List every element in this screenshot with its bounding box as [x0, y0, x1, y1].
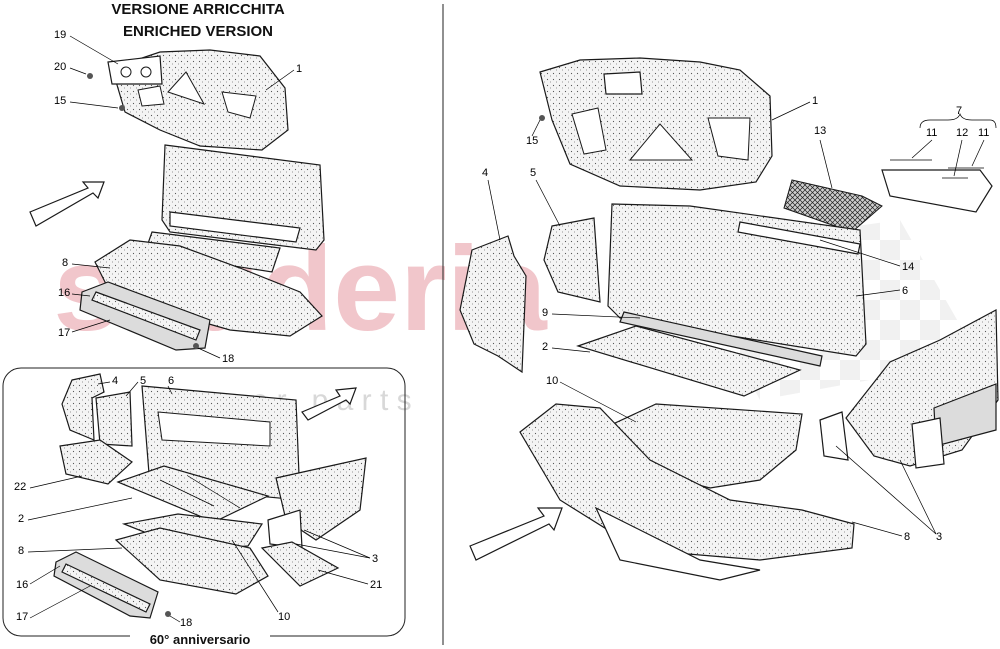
clip-part: [119, 105, 125, 111]
storage-tray: [881, 169, 993, 213]
side-panel-left: [543, 217, 601, 303]
enriched-version-group: [29, 49, 325, 351]
main-exploded-group: [459, 57, 999, 581]
screw-part: [87, 73, 93, 79]
callout: 16: [16, 579, 28, 591]
direction-arrow-icon: [29, 181, 105, 227]
callout: 1: [296, 63, 302, 75]
side-cushion: [59, 439, 133, 485]
floor-mat: [576, 325, 802, 397]
callout: 8: [18, 545, 24, 557]
direction-arrow-icon: [469, 507, 563, 561]
callout: 5: [140, 375, 146, 387]
upper-trim-strip: [737, 221, 861, 255]
callout: 15: [526, 135, 538, 147]
anniversary-group: [53, 373, 367, 619]
callout: 4: [482, 167, 488, 179]
callout: 10: [546, 375, 558, 387]
header-line-1: VERSIONE ARRICCHITA: [111, 1, 285, 18]
direction-arrow-icon: [301, 387, 357, 421]
callout: 9: [542, 307, 548, 319]
callout: 10: [278, 611, 290, 623]
callout: 6: [168, 375, 174, 387]
clip-part: [539, 115, 545, 121]
callout: 18: [180, 617, 192, 629]
callout: 1: [812, 95, 818, 107]
floor-strip: [619, 311, 823, 367]
callout: 12: [956, 127, 968, 139]
trunk-lid-lining: [539, 57, 773, 191]
callout: 21: [370, 579, 382, 591]
callout: 4: [112, 375, 118, 387]
anniversary-label-bg: [130, 632, 270, 648]
callout: 2: [18, 513, 24, 525]
callouts-right: 1 15 13 7 11 12 11 4 5 14 6 9 2 10 3 8: [482, 95, 997, 543]
lid-handle-bracket: [107, 55, 163, 85]
callout: 5: [530, 167, 536, 179]
callout: 17: [58, 327, 70, 339]
callout: 6: [902, 285, 908, 297]
callout: 7: [956, 105, 962, 117]
callout: 11: [926, 127, 937, 139]
callout: 22: [14, 481, 26, 493]
fastener-part: [193, 343, 199, 349]
side-panel-left: [95, 391, 133, 447]
callout: 3: [936, 531, 942, 543]
callouts-top-left: 19 20 1 15 8 16 17 18: [54, 29, 302, 365]
anniversary-label: 60° anniversario: [150, 632, 251, 647]
floor-mat: [116, 465, 270, 523]
callout: 3: [372, 553, 378, 565]
callout: 15: [54, 95, 66, 107]
callout: 20: [54, 61, 66, 73]
callouts-bottom-left: 4 5 6 22 2 8 16 17 18 10 3 21: [14, 375, 382, 629]
callout: 8: [904, 531, 910, 543]
corner-trim: [260, 541, 340, 587]
callout: 16: [58, 287, 70, 299]
callout: 8: [62, 257, 68, 269]
callout: 19: [54, 29, 66, 41]
callout: 17: [16, 611, 28, 623]
cargo-net: [783, 179, 883, 233]
callout: 18: [222, 353, 234, 365]
callout: 2: [542, 341, 548, 353]
callout: 13: [814, 125, 826, 137]
fastener-part: [165, 611, 171, 617]
callout: 11: [978, 127, 989, 139]
callout: 14: [902, 261, 914, 273]
side-trim-left: [61, 373, 105, 441]
header-line-2: ENRICHED VERSION: [123, 23, 273, 40]
side-trim-left: [459, 235, 527, 374]
trunk-floor-tray: [114, 527, 269, 595]
